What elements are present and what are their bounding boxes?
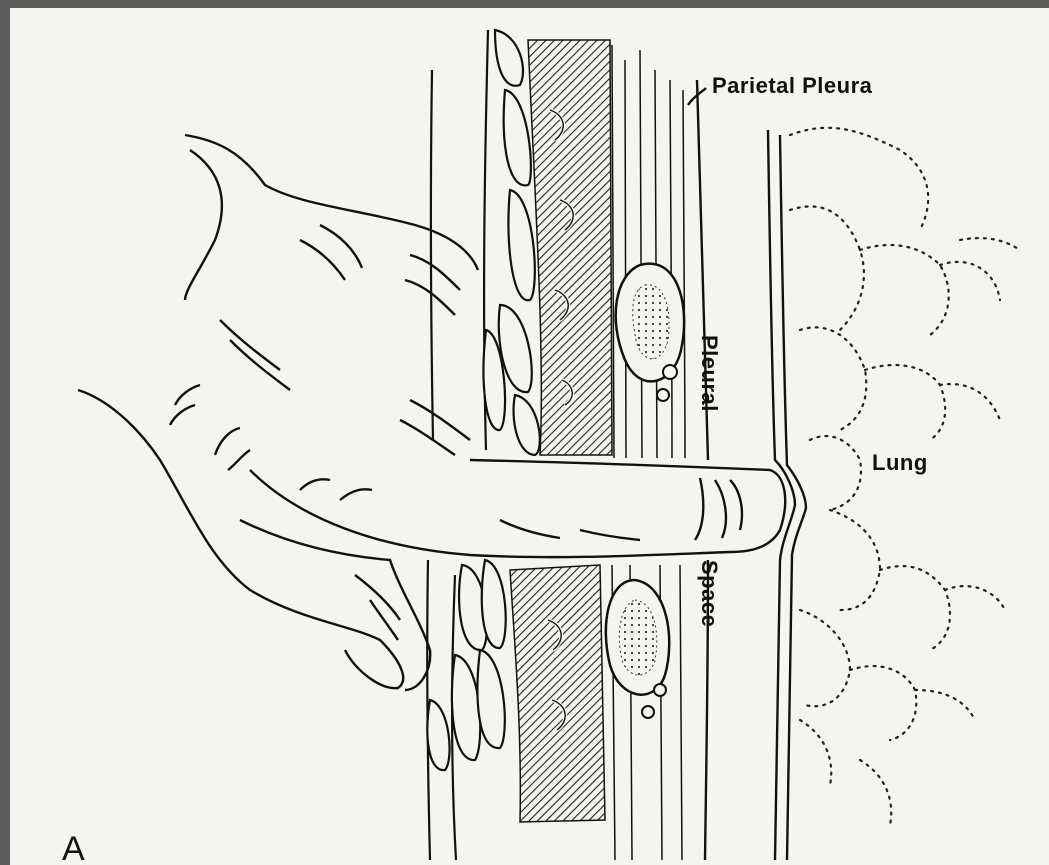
pleural-space-diagram: Parietal Pleura Pleural Space Lung A [10,8,1049,865]
lung-alveoli [790,128,1020,825]
visceral-pleura [768,130,806,860]
parietal-pleura-line [688,80,708,860]
label-parietal-pleura: Parietal Pleura [712,73,873,98]
panel-letter: A [62,830,85,865]
label-space: Space [697,560,722,627]
intercostal-muscle-lower [427,560,505,770]
label-pleural: Pleural [697,335,722,412]
label-lung: Lung [872,450,928,475]
intercostal-vessel-lower [606,580,669,718]
diagram-canvas: Parietal Pleura Pleural Space Lung A [10,8,1049,865]
inner-chest-wall-lines [612,45,685,860]
